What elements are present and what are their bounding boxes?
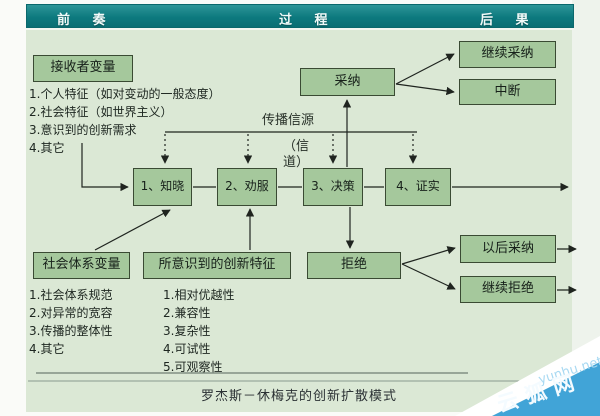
receiver-variables-box: 接收者变量: [33, 55, 133, 82]
header-label-outcome: 后 果: [480, 13, 538, 28]
header-label-prelude: 前 奏: [57, 13, 115, 28]
social-system-list: 1.社会体系规范 2.对异常的宽容 3.传播的整体性 4.其它: [29, 286, 112, 358]
channel-label-line2: 道）: [283, 155, 310, 170]
channel-label-line1: （信: [283, 139, 310, 154]
list-item: 4.可试性: [163, 342, 211, 356]
social-system-box: 社会体系变量: [33, 252, 130, 279]
list-item: 3.意识到的创新需求: [29, 123, 137, 137]
list-item: 1.相对优越性: [163, 288, 235, 302]
stage-box-decision: 3、决策: [303, 168, 363, 206]
receiver-variables-list: 1.个人特征（如对变动的一般态度） 2.社会特征（如世界主义） 3.意识到的创新…: [29, 85, 220, 157]
later-adoption-box: 以后采纳: [460, 235, 556, 263]
list-item: 1.社会体系规范: [29, 288, 113, 302]
continued-rejection-box: 继续拒绝: [460, 276, 556, 303]
list-item: 2.社会特征（如世界主义）: [29, 105, 173, 119]
list-item: 5.可观察性: [163, 360, 223, 374]
list-item: 3.复杂性: [163, 324, 211, 338]
list-item: 4.其它: [29, 141, 65, 155]
header-label-process: 过 程: [279, 13, 337, 28]
list-item: 2.对异常的宽容: [29, 306, 113, 320]
source-label: 传播信源: [262, 113, 315, 128]
list-item: 2.兼容性: [163, 306, 211, 320]
list-item: 1.个人特征（如对变动的一般态度）: [29, 87, 221, 101]
stage-box-confirmation: 4、证实: [385, 168, 451, 206]
caption-title: 罗杰斯－休梅克的创新扩散模式: [200, 389, 397, 404]
adoption-box: 采纳: [300, 68, 395, 96]
stage-box-persuasion: 2、劝服: [217, 168, 277, 206]
channel-label: （信 道）: [283, 139, 309, 171]
header-bar: 前 奏 过 程 后 果: [26, 4, 574, 28]
discontinuance-box: 中断: [459, 79, 556, 105]
right-margin-strip: [572, 0, 600, 416]
continued-adoption-box: 继续采纳: [459, 41, 556, 68]
rejection-box: 拒绝: [307, 252, 401, 279]
innovation-attrs-box: 所意识到的创新特征: [143, 252, 291, 279]
list-item: 4.其它: [29, 342, 65, 356]
list-item: 3.传播的整体性: [29, 324, 113, 338]
innovation-attrs-list: 1.相对优越性 2.兼容性 3.复杂性 4.可试性 5.可观察性: [163, 286, 234, 376]
stage-box-knowledge: 1、知晓: [133, 168, 192, 206]
